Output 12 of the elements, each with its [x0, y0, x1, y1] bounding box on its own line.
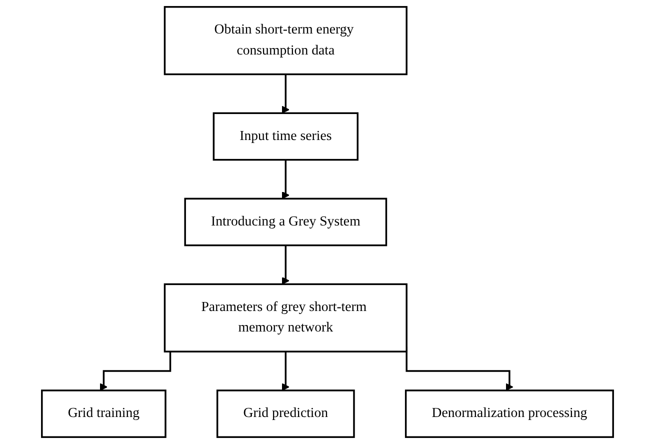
node-box: Input time series — [212, 112, 358, 161]
arrow — [282, 352, 290, 391]
arrow — [282, 245, 290, 285]
node-box: Obtain short-term energy consumption data — [164, 6, 408, 76]
node-box: Grid training — [41, 390, 166, 438]
node-box: Introducing a Grey System — [184, 198, 388, 246]
arrow — [282, 160, 290, 200]
arrow — [100, 352, 172, 391]
node-box: Grid prediction — [216, 390, 355, 438]
arrow — [282, 74, 290, 114]
node-box: Parameters of grey short-term memory network — [164, 283, 408, 352]
node-box: Denormalization processing — [404, 390, 614, 438]
